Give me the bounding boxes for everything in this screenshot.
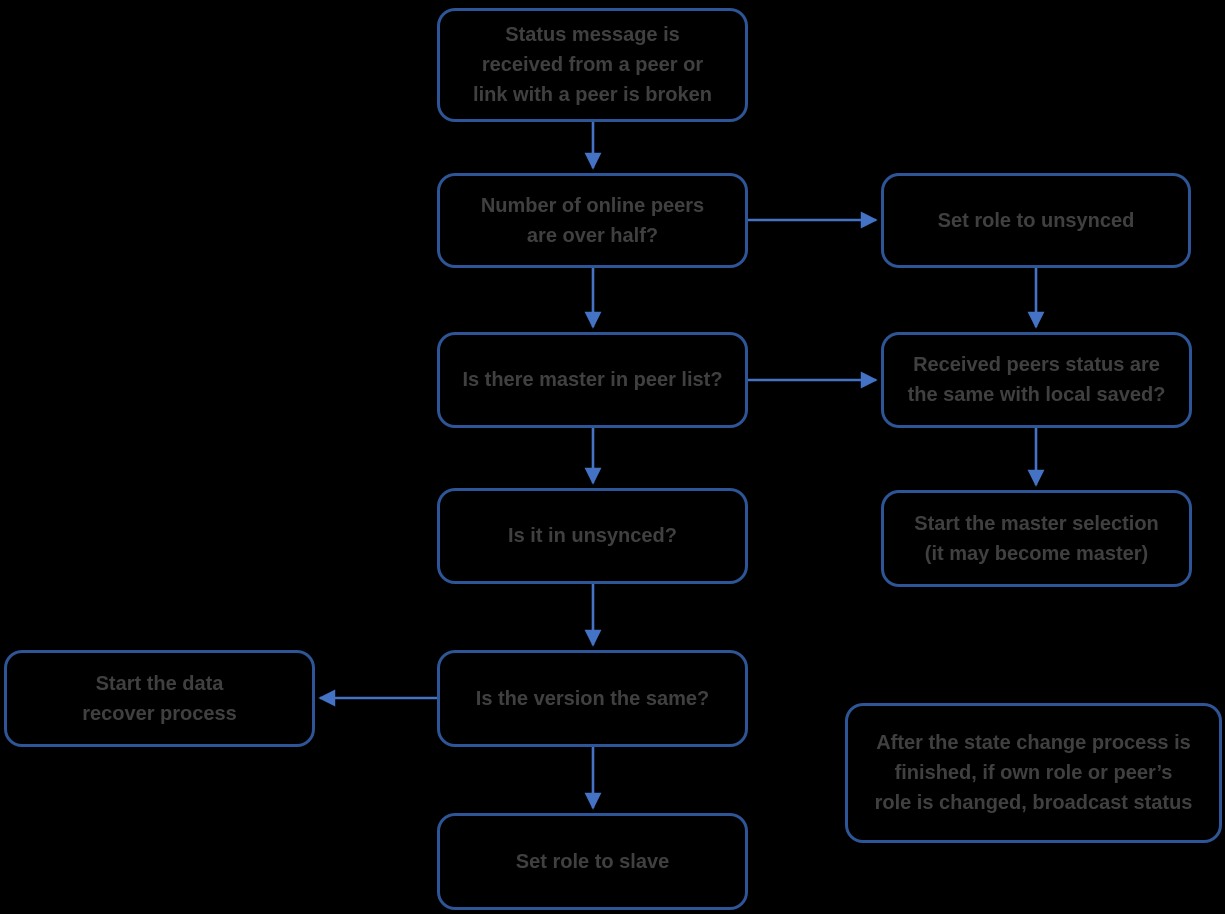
node-master-selection: Start the master selection (it may becom…: [881, 490, 1192, 587]
node-set-role-unsynced: Set role to unsynced: [881, 173, 1191, 268]
node-is-in-unsynced: Is it in unsynced?: [437, 488, 748, 584]
node-status-received: Status message is received from a peer o…: [437, 8, 748, 122]
node-version-same: Is the version the same?: [437, 650, 748, 747]
node-peers-over-half: Number of online peers are over half?: [437, 173, 748, 268]
node-master-in-list: Is there master in peer list?: [437, 332, 748, 428]
node-data-recover: Start the data recover process: [4, 650, 315, 747]
node-status-same-local: Received peers status are the same with …: [881, 332, 1192, 428]
node-set-role-slave: Set role to slave: [437, 813, 748, 910]
node-broadcast-note: After the state change process is finish…: [845, 703, 1222, 843]
